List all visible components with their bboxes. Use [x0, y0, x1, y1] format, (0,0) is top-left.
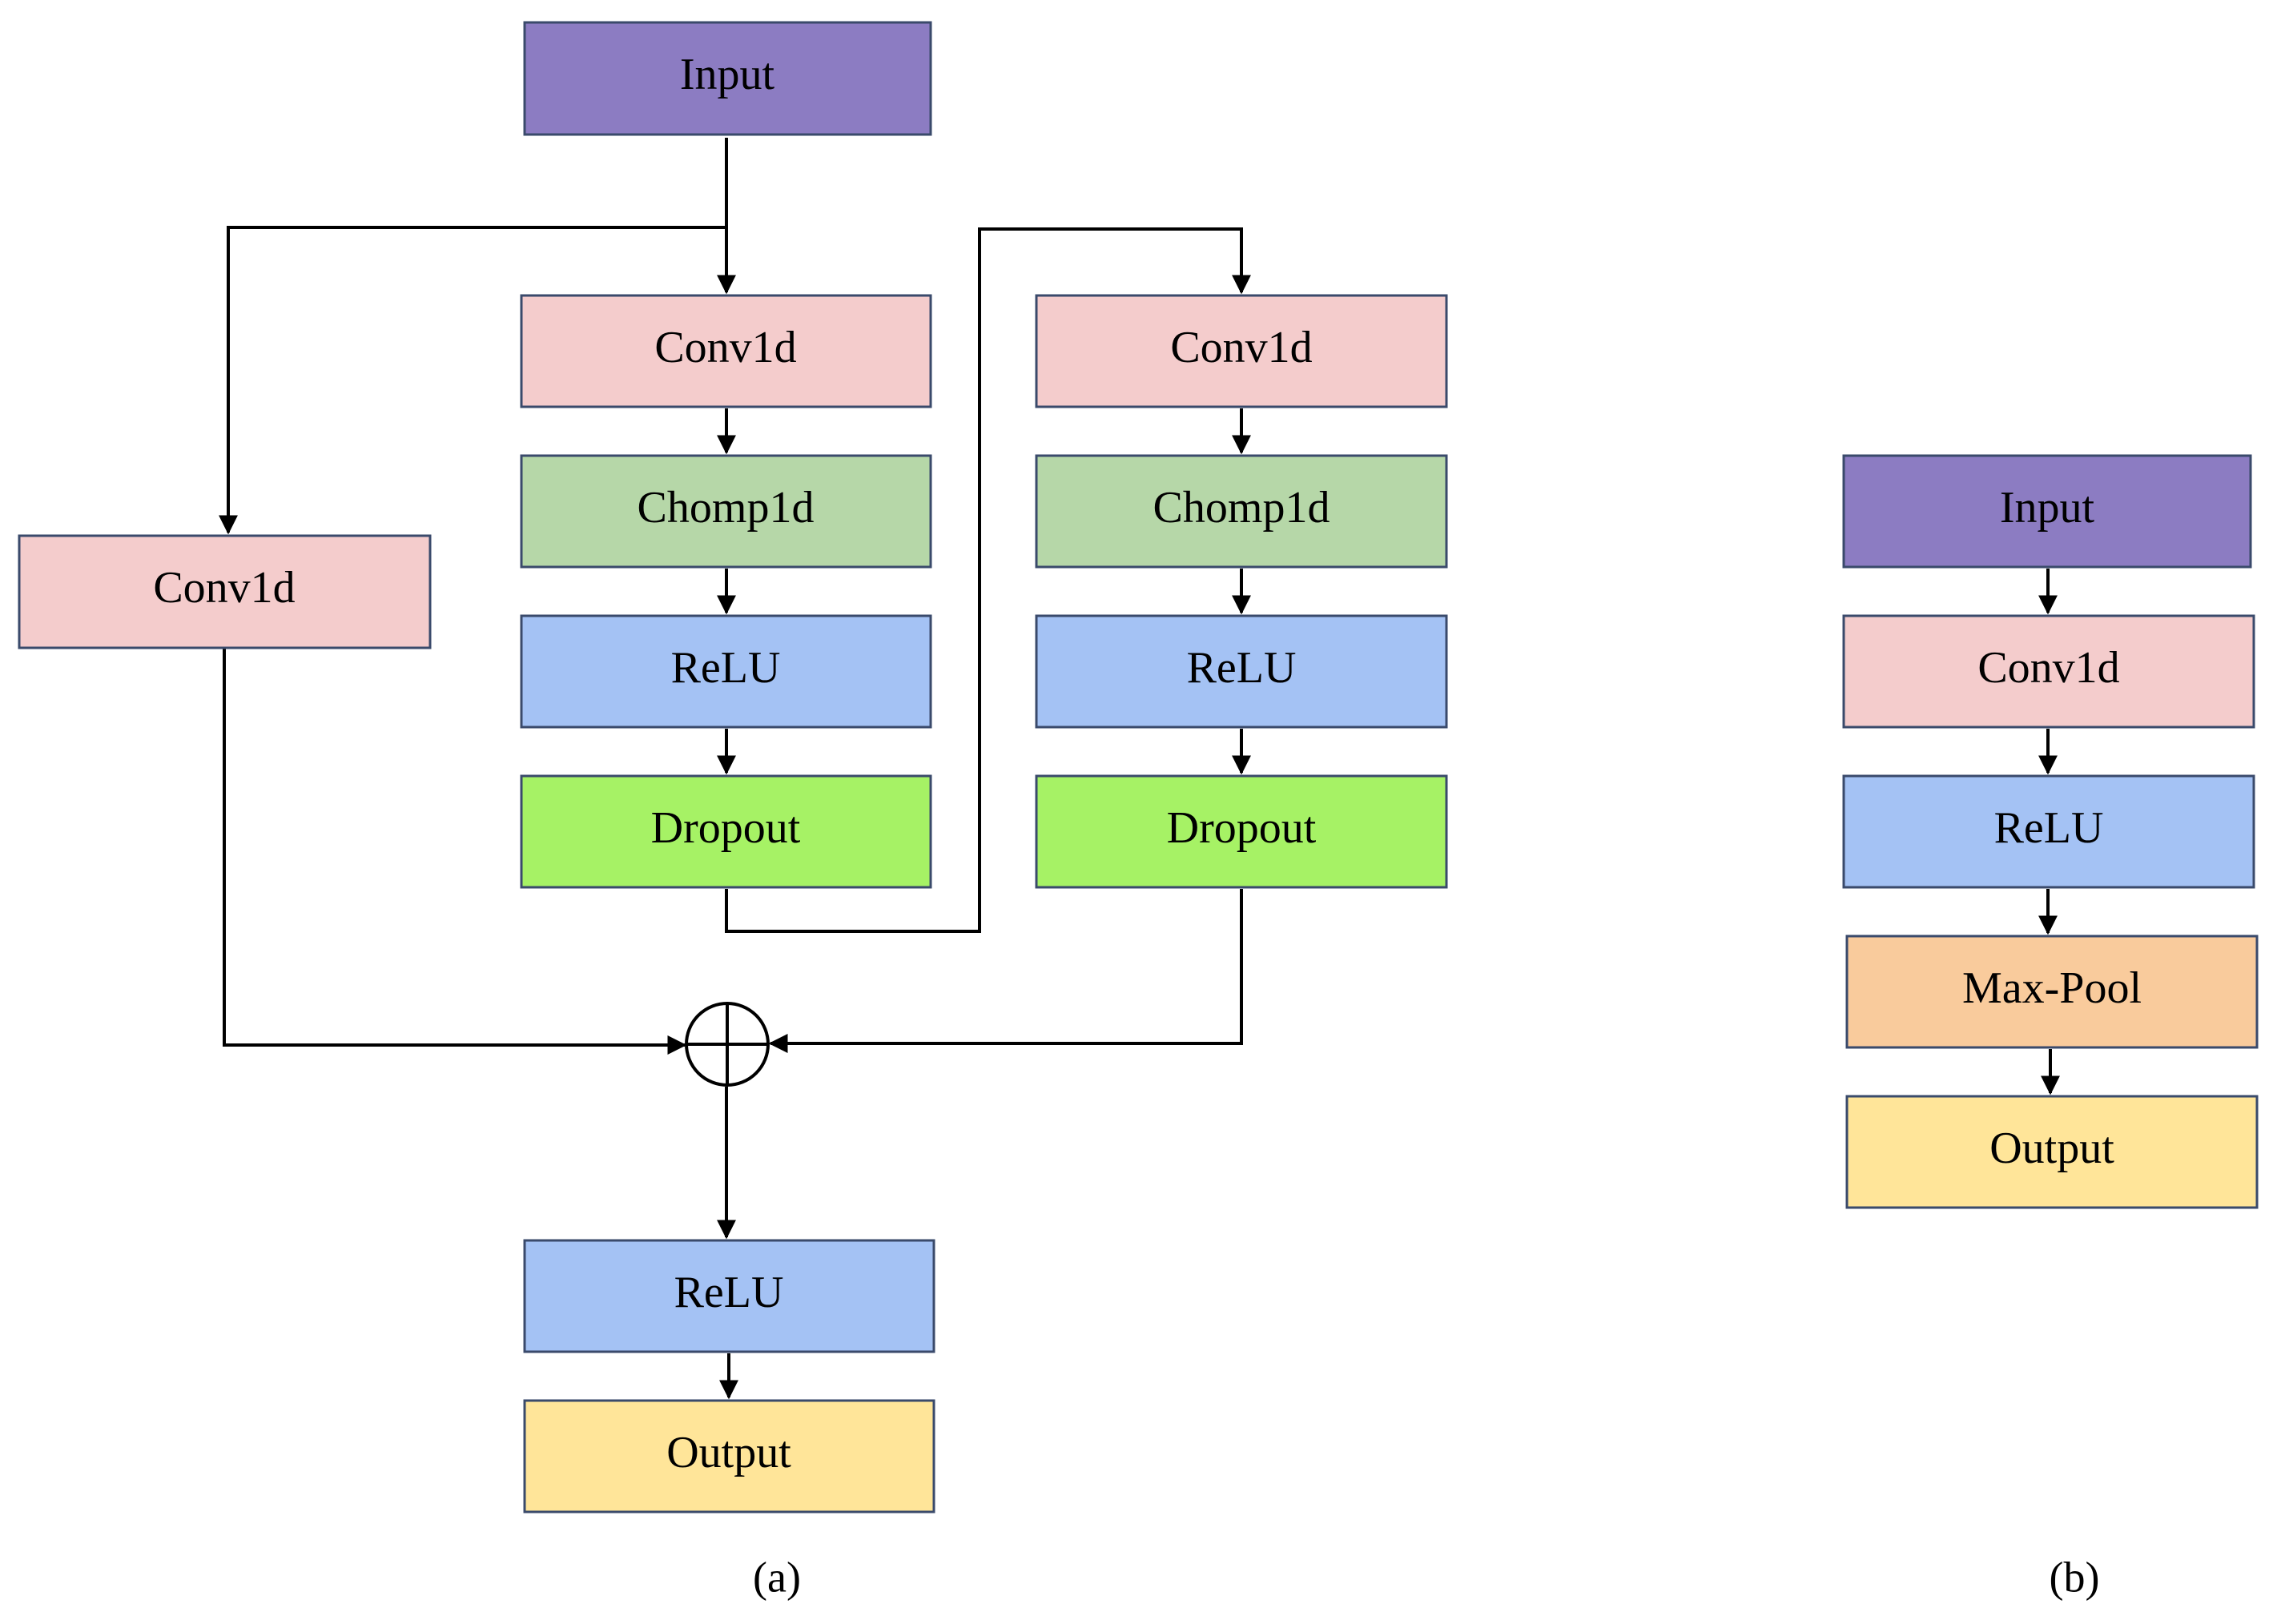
node-label: Conv1d [654, 323, 796, 372]
node-label: Max-Pool [1962, 963, 2142, 1013]
node-label: Chomp1d [638, 483, 815, 533]
diagram-b: Input Conv1d ReLU Max-Pool Output (b) [1842, 454, 2259, 1601]
node-chomp1d-1: Chomp1d [520, 454, 932, 569]
edge-input-to-skip-conv1d [219, 226, 726, 535]
node-label: Input [2000, 483, 2095, 533]
node-label: Conv1d [153, 563, 295, 613]
node-conv1d-1: Conv1d [520, 294, 932, 408]
node-relu-2: ReLU [1035, 614, 1448, 729]
diagram-a: Input Conv1d Conv1d Chomp1d ReLU Dropout… [18, 21, 1448, 1601]
diagram-b-edges [2038, 569, 2060, 1095]
node-label: Chomp1d [1153, 483, 1330, 533]
node-label: Dropout [1167, 803, 1317, 853]
node-label: ReLU [1187, 643, 1297, 693]
caption-a: (a) [753, 1553, 801, 1601]
node-label: Output [666, 1428, 791, 1477]
caption-b: (b) [2050, 1553, 2100, 1601]
node-label: Conv1d [1977, 643, 2119, 693]
node-label: ReLU [671, 643, 781, 693]
node-dropout-1: Dropout [520, 774, 932, 889]
node-input-b: Input [1842, 454, 2252, 569]
node-label: ReLU [1994, 803, 2104, 853]
node-output-b: Output [1845, 1095, 2259, 1209]
node-dropout-2: Dropout [1035, 774, 1448, 889]
node-label: Conv1d [1170, 323, 1312, 372]
node-label: Output [1989, 1124, 2114, 1173]
node-relu-b: ReLU [1842, 774, 2255, 889]
node-relu-1: ReLU [520, 614, 932, 729]
node-label: ReLU [674, 1268, 784, 1317]
edge-dropout-2-to-sum [768, 889, 1243, 1053]
diagram-a-edges [219, 138, 1251, 1400]
node-label: Input [680, 50, 775, 99]
edge-skip-conv1d-to-sum [223, 649, 687, 1055]
edge-dropout-1-to-conv1d-2 [725, 227, 1251, 933]
node-input-a: Input [523, 21, 932, 136]
node-conv1d-2: Conv1d [1035, 294, 1448, 408]
node-skip-conv1d: Conv1d [18, 534, 432, 649]
node-label: Dropout [651, 803, 801, 853]
node-maxpool-b: Max-Pool [1845, 935, 2259, 1049]
node-chomp1d-2: Chomp1d [1035, 454, 1448, 569]
node-conv1d-b: Conv1d [1842, 614, 2255, 729]
node-output-a: Output [523, 1399, 935, 1513]
node-relu-out: ReLU [523, 1239, 935, 1353]
sum-node [685, 1002, 770, 1087]
